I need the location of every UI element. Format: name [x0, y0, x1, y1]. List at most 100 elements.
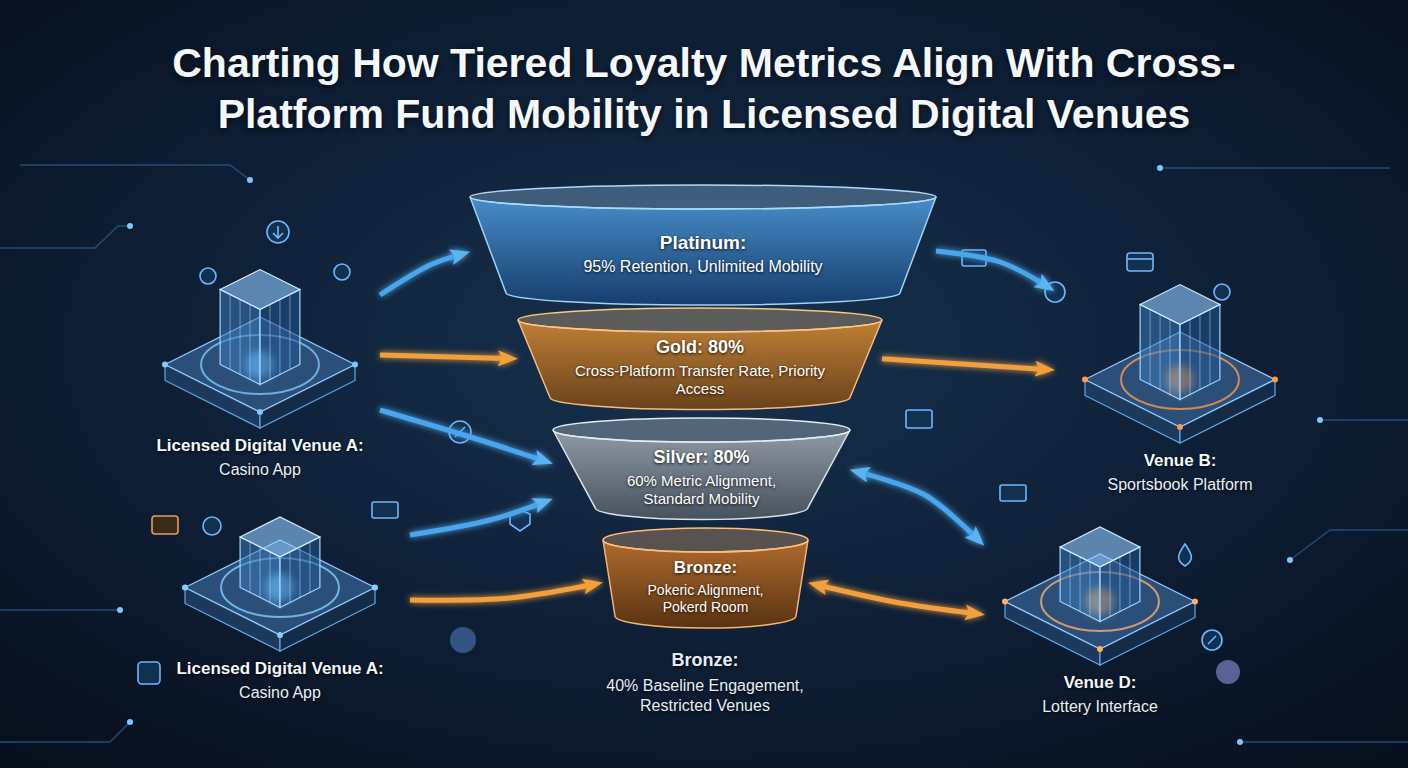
trace-dot: [127, 223, 133, 229]
tier-metric: Cross-Platform Transfer Rate, Priority A…: [565, 362, 835, 399]
trace-dot: [1237, 739, 1243, 745]
tier-metric: 40% Baseline Engagement, Restricted Venu…: [585, 676, 825, 715]
text-block: Silver: 80%60% Metric Alignment, Standar…: [610, 447, 793, 509]
trace-dot: [127, 719, 133, 725]
venue-type: Casino App: [150, 683, 410, 703]
venue-name: Venue D:: [985, 673, 1215, 694]
flow-arrow: [410, 585, 590, 600]
building-grid: [1170, 319, 1171, 394]
compass-icon: [1202, 630, 1222, 650]
corner-light: [1097, 646, 1103, 652]
leaf-icon: [138, 662, 160, 684]
tier-band-rim: [603, 528, 808, 552]
download-icon: [273, 226, 283, 238]
funnel-tier: Platinum: 95% Retention, Unlimited Mobili…: [470, 185, 936, 305]
text-block: Licensed Digital Venue A: Casino App: [140, 436, 380, 479]
circuit-trace: [0, 609, 120, 611]
trace-dot: [117, 607, 123, 613]
building-grid: [240, 299, 241, 374]
compass-icon: [1208, 636, 1216, 644]
corner-light: [182, 585, 188, 591]
flow-arrow: [821, 586, 972, 613]
tier-band-body: [518, 320, 882, 410]
circuit-trace: [0, 226, 130, 248]
venue-name: Licensed Digital Venue A:: [140, 436, 380, 457]
screen-icon: [906, 410, 932, 428]
text-block: Venue D: Lottery Interface: [985, 673, 1215, 716]
tier-metric: Pokeric Alignment, Pokerd Room: [630, 582, 781, 616]
building-grid: [1209, 309, 1210, 384]
circuit-trace: [1290, 530, 1408, 560]
tier-metric: 95% Retention, Unlimited Mobility: [521, 257, 885, 277]
venue-type: Lottery Interface: [985, 697, 1215, 717]
building-grid: [269, 304, 270, 379]
platform-illustration: [1002, 527, 1198, 665]
building-grid: [1150, 309, 1151, 384]
text-block: Venue B:Sportsbook Platform: [1055, 451, 1305, 494]
venue-type: Casino App: [140, 460, 380, 480]
coin-icon: [1045, 282, 1065, 302]
building-top: [240, 517, 320, 557]
flow-arrow: [882, 359, 1042, 369]
drop-icon: [1179, 544, 1192, 566]
close-icon: [203, 517, 221, 535]
building-grid: [289, 294, 290, 369]
building-grid: [230, 294, 231, 369]
building-grid: [1119, 557, 1120, 612]
text-block: Licensed Digital Venue A:Casino App: [150, 659, 410, 702]
circuit-trace: [1320, 419, 1408, 421]
corner-light: [277, 632, 283, 638]
trace-dots: [117, 165, 1323, 745]
corner-light: [1272, 377, 1278, 383]
text-block: Platinum: 95% Retention, Unlimited Mobili…: [521, 231, 885, 277]
card-icon: [1127, 258, 1153, 260]
card-icon: [1000, 485, 1026, 501]
corner-light: [352, 362, 358, 368]
circuit-trace: [1160, 167, 1390, 169]
status-icon: [334, 264, 350, 280]
tool-icon: [455, 427, 465, 437]
funnel-tier: Bronze: Pokeric Alignment, Pokerd Room: [603, 528, 808, 628]
building-top: [220, 270, 300, 310]
venue-type: Sportsbook Platform: [1055, 475, 1305, 495]
flow-arrow: [936, 251, 1043, 284]
corner-light: [162, 362, 168, 368]
tier-heading: Bronze:: [590, 650, 820, 672]
building-top: [1060, 527, 1140, 567]
tier-metric: 60% Metric Alignment, Standard Mobility: [610, 472, 793, 509]
funnel-tier: Gold: 80%Cross-Platform Transfer Rate, P…: [518, 308, 882, 410]
funnel-tier: Silver: 80%60% Metric Alignment, Standar…: [553, 418, 850, 520]
building-grid: [260, 547, 261, 598]
venue-platform: Venue D: Lottery Interface: [985, 515, 1215, 720]
download-icon: [267, 221, 289, 243]
flow-arrow: [380, 255, 458, 295]
wallet-icon: [152, 516, 178, 534]
tier-heading: Bronze:: [630, 558, 781, 579]
circuit-trace: [1240, 741, 1408, 743]
venue-shape: [985, 515, 1215, 667]
text-block: Gold: 80%Cross-Platform Transfer Rate, P…: [565, 337, 835, 399]
trace-dot: [1287, 557, 1293, 563]
building-grid: [1199, 314, 1200, 389]
platform-illustration: [182, 517, 378, 651]
venue-shape: [150, 505, 410, 653]
trace-dot: [247, 177, 253, 183]
flow-arrow: [380, 410, 541, 460]
tier-band-body: [470, 197, 936, 305]
tier-heading: Platinum:: [521, 231, 885, 254]
orb: [450, 627, 476, 653]
building-top: [1140, 285, 1220, 325]
tier-band-body: [603, 540, 808, 628]
corner-light: [1082, 377, 1088, 383]
venue-platform: Licensed Digital Venue A: Casino App: [140, 215, 380, 483]
building-grid: [1160, 314, 1161, 389]
building-grid: [279, 299, 280, 374]
flow-arrow: [862, 473, 975, 537]
flow-arrow: [380, 355, 505, 358]
tier-band-rim: [470, 185, 936, 209]
platform-illustration: [1082, 285, 1278, 443]
circuit-trace: [20, 165, 250, 180]
pin-icon: [1214, 284, 1230, 300]
corner-light: [372, 585, 378, 591]
